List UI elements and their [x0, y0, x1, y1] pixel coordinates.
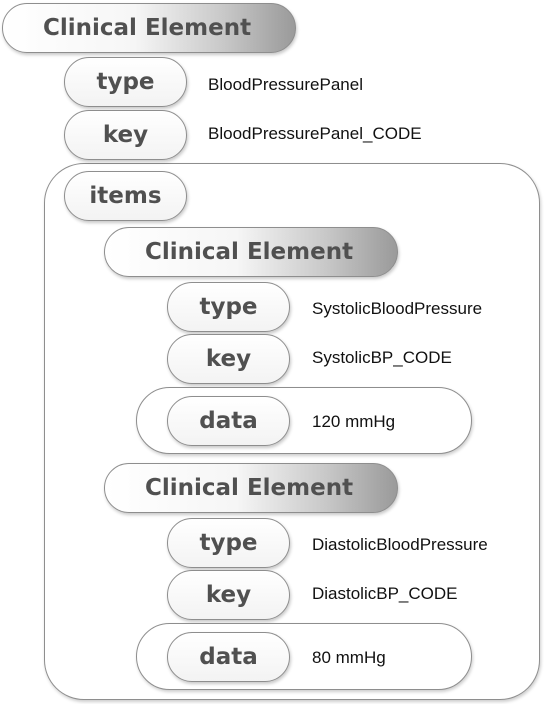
item-systolic-header: Clinical Element [104, 227, 398, 277]
item-diastolic-key-value: DiastolicBP_CODE [312, 584, 458, 603]
root-type-key: type [64, 57, 187, 107]
root-key-key-label: key [102, 122, 149, 148]
item-systolic-header-label: Clinical Element [145, 239, 354, 265]
item-systolic-key-key: key [167, 334, 290, 384]
item-systolic-data-value: 120 mmHg [312, 412, 396, 431]
item-diastolic-type-value: DiastolicBloodPressure [312, 535, 488, 554]
item-diastolic-header-label: Clinical Element [145, 475, 354, 501]
root-clinical-element-header: Clinical Element [2, 3, 296, 53]
root-key-key: key [64, 110, 187, 160]
root-type-key-label: type [96, 69, 155, 95]
item-diastolic-header: Clinical Element [104, 463, 398, 513]
item-diastolic-data-value: 80 mmHg [312, 648, 386, 667]
item-systolic-data-key: data [167, 396, 290, 446]
root-items-key: items [64, 171, 187, 221]
item-diastolic-type-key: type [167, 518, 290, 568]
item-systolic-key-key-label: key [205, 346, 252, 372]
item-diastolic-key-key-label: key [205, 582, 252, 608]
item-systolic-type-key: type [167, 282, 290, 332]
item-diastolic-data-key-label: data [199, 644, 258, 670]
item-systolic-type-key-label: type [199, 294, 258, 320]
item-diastolic-data-key: data [167, 632, 290, 682]
item-systolic-type-value: SystolicBloodPressure [312, 299, 483, 318]
root-header-label: Clinical Element [43, 15, 252, 41]
item-diastolic-key-key: key [167, 570, 290, 620]
root-key-value: BloodPressurePanel_CODE [208, 124, 422, 143]
item-diastolic-type-key-label: type [199, 530, 258, 556]
item-systolic-data-key-label: data [199, 408, 258, 434]
root-items-key-label: items [89, 183, 162, 209]
root-type-value: BloodPressurePanel [208, 75, 363, 94]
item-systolic-key-value: SystolicBP_CODE [312, 348, 452, 367]
